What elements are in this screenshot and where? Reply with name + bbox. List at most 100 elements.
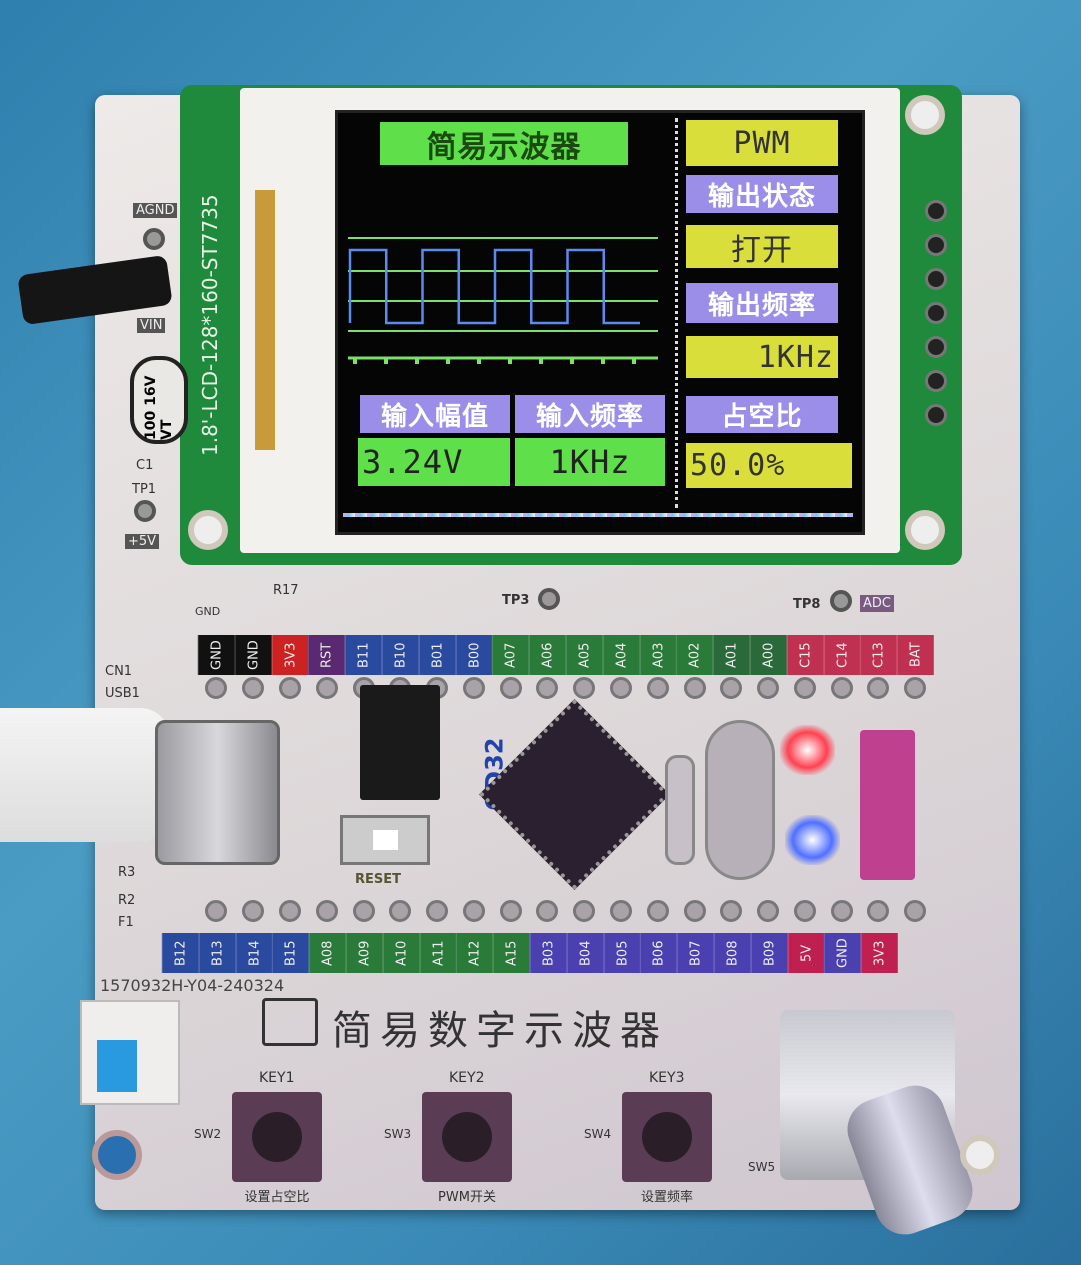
pin-pad[interactable] (720, 900, 743, 922)
pin-pad[interactable] (315, 900, 338, 922)
pin-pad[interactable] (389, 900, 412, 922)
pin-pad[interactable] (646, 677, 669, 699)
pin-label-b11: B11 (345, 635, 382, 675)
pin-pad[interactable] (757, 900, 780, 922)
pin-pad[interactable] (830, 677, 853, 699)
switch-label: SW3 (384, 1127, 412, 1141)
right-panel-item: 50.0% (686, 443, 852, 488)
pin-pad[interactable] (426, 900, 449, 922)
pin-pad[interactable] (499, 677, 522, 699)
pin-label-5v: 5V (787, 933, 825, 973)
key3-button[interactable] (622, 1092, 712, 1182)
label-tp3: TP3 (502, 593, 530, 608)
led-red (780, 725, 835, 775)
pin-pad[interactable] (462, 900, 485, 922)
pin-pad[interactable] (573, 677, 596, 699)
pin-pad[interactable] (352, 900, 375, 922)
right-panel-item: 占空比 (686, 396, 838, 433)
pin-label-gnd: GND (824, 933, 862, 973)
pin-pad[interactable] (242, 900, 265, 922)
bottom-pin-pads (198, 900, 934, 922)
pin-pad[interactable] (278, 900, 301, 922)
pin-label-a05: A05 (565, 635, 603, 675)
pin-label-a09: A09 (345, 933, 383, 973)
pin-label-a08: A08 (309, 933, 346, 973)
reset-button[interactable] (340, 815, 430, 865)
pin-pad[interactable] (536, 900, 559, 922)
pin-pad[interactable] (242, 677, 265, 699)
pin-label-b00: B00 (455, 635, 493, 675)
pin-label-b13: B13 (198, 933, 236, 973)
axis-tick (415, 359, 419, 364)
pin-pad[interactable] (793, 677, 816, 699)
key-label: KEY2 (449, 1070, 485, 1086)
pin-label-a03: A03 (639, 635, 677, 675)
pin-label-b01: B01 (418, 635, 456, 675)
pin-label-3v3: 3V3 (861, 933, 898, 973)
pin-label-b05: B05 (603, 933, 641, 973)
pin-label-c14: C14 (823, 635, 861, 675)
pin-pad[interactable] (867, 677, 890, 699)
serial-number: 1570932H-Y04-240324 (100, 976, 285, 995)
pin-label-b15: B15 (272, 933, 310, 973)
screen-title: 简易示波器 (380, 122, 628, 165)
board-title: 简易数字示波器 (332, 1008, 668, 1054)
pin-pad[interactable] (499, 900, 522, 922)
pin-pad[interactable] (573, 900, 596, 922)
pin-pad[interactable] (646, 900, 669, 922)
label-adc: ADC (860, 595, 894, 612)
pin-label-a04: A04 (602, 635, 640, 675)
key1-button[interactable] (232, 1092, 322, 1182)
pin-pad[interactable] (462, 677, 485, 699)
pin-pad[interactable] (683, 677, 706, 699)
pin-pad[interactable] (793, 900, 816, 922)
pin-pad[interactable] (609, 900, 632, 922)
pin-pad[interactable] (867, 900, 890, 922)
mount-hole (905, 510, 945, 550)
axis-tick (446, 359, 450, 364)
switch-label: SW4 (584, 1127, 612, 1141)
label-5v: +5V (125, 534, 160, 549)
axis-tick (384, 359, 388, 364)
key2-button[interactable] (422, 1092, 512, 1182)
pin-pad[interactable] (683, 900, 706, 922)
top-pin-pads (198, 677, 934, 699)
pin-pad[interactable] (720, 677, 743, 699)
right-panel-item: 输出频率 (686, 283, 838, 323)
power-switch[interactable] (80, 1000, 180, 1105)
usb-c-connector[interactable] (155, 720, 280, 865)
input-amplitude-label: 输入幅值 (360, 395, 510, 433)
lcd-module-label: 1.8'-LCD-128*160-ST7735 (198, 194, 222, 456)
pin-label-gnd: GND (234, 635, 272, 675)
label-r17: R17 (273, 583, 299, 598)
axis-tick (353, 359, 357, 364)
pin-pad[interactable] (609, 677, 632, 699)
pin-label-b10: B10 (381, 635, 419, 675)
right-panel-item: PWM (686, 120, 838, 166)
pin-pad[interactable] (205, 677, 228, 699)
screen-divider (675, 118, 678, 508)
pin-pad[interactable] (278, 677, 301, 699)
pin-label-b04: B04 (566, 933, 604, 973)
label-tp8: TP8 (793, 597, 821, 612)
lcd-header-pins (925, 200, 949, 450)
mount-hole (960, 1135, 1000, 1175)
pin-label-a11: A11 (419, 933, 457, 973)
key-function-label: 设置频率 (640, 1190, 693, 1205)
boot-jumper[interactable] (360, 685, 440, 800)
pin-pad[interactable] (830, 900, 853, 922)
pin-label-a06: A06 (529, 635, 566, 675)
input-frequency-value: 1KHz (515, 438, 665, 486)
pin-label-a07: A07 (492, 635, 530, 675)
axis-tick (570, 359, 574, 364)
pin-pad[interactable] (205, 900, 228, 922)
label-usb1: USB1 (105, 686, 140, 701)
mount-hole (905, 95, 945, 135)
pin-pad[interactable] (904, 900, 927, 922)
pin-pad[interactable] (757, 677, 780, 699)
pin-pad[interactable] (904, 677, 927, 699)
pin-pad[interactable] (536, 677, 559, 699)
pin-pad[interactable] (315, 677, 338, 699)
